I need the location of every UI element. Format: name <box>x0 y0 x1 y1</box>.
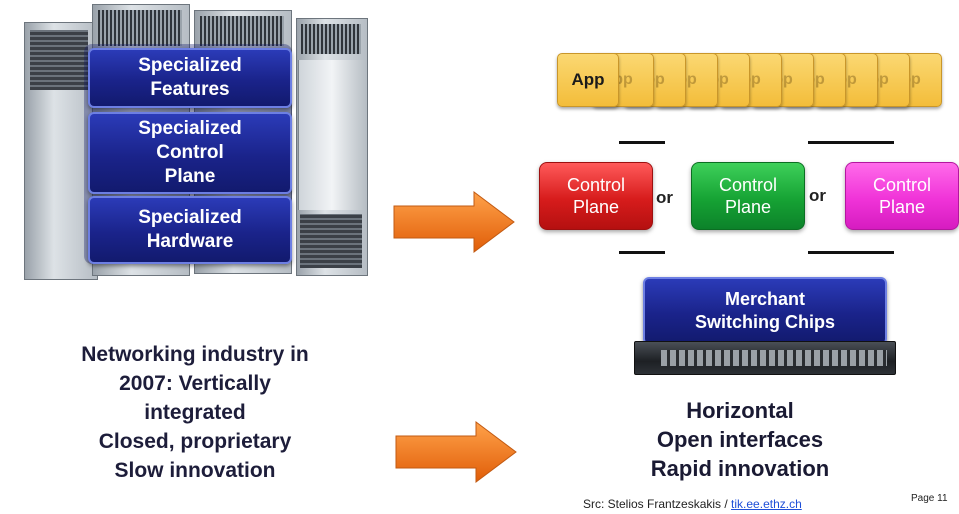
control-plane-red-line1: Control <box>566 175 626 195</box>
top-right-arrow-icon <box>393 191 515 253</box>
specialized-hardware-line1: Specialized <box>138 207 242 228</box>
source-link[interactable]: tik.ee.ethz.ch <box>731 497 802 511</box>
control-plane-pink-line2: Plane <box>878 197 926 217</box>
left-desc-line4: Closed, proprietary <box>98 430 292 453</box>
source-credit: Src: Stelios Frantzeskakis / tik.ee.ethz… <box>583 497 802 511</box>
left-desc-line2: 2007: Vertically <box>119 372 271 395</box>
page-number: Page 11 <box>911 493 948 504</box>
or-label-2: or <box>809 186 826 205</box>
bottom-line-right <box>808 251 894 254</box>
switch-ports <box>661 350 887 366</box>
network-switch-image <box>634 341 896 375</box>
right-desc-line2: Open interfaces <box>656 427 824 452</box>
specialized-features-box: Specialized Features <box>88 48 292 108</box>
control-plane-pink: Control Plane <box>845 162 959 230</box>
control-plane-pink-line1: Control <box>872 175 932 195</box>
left-desc-line1: Networking industry in <box>81 343 309 366</box>
control-plane-red: Control Plane <box>539 162 653 230</box>
specialized-features-line2: Features <box>150 79 230 100</box>
right-desc-line1: Horizontal <box>686 398 794 423</box>
control-plane-red-line2: Plane <box>572 197 620 217</box>
specialized-hardware-line2: Hardware <box>146 231 234 252</box>
right-desc-line3: Rapid innovation <box>650 456 830 481</box>
specialized-features-line1: Specialized <box>138 55 242 76</box>
bottom-line-left <box>619 251 665 254</box>
specialized-control-line3: Plane <box>164 166 216 187</box>
left-description: Networking industry in 2007: Vertically … <box>30 340 360 485</box>
control-plane-green: Control Plane <box>691 162 805 230</box>
control-plane-green-line1: Control <box>718 175 778 195</box>
right-description: Horizontal Open interfaces Rapid innovat… <box>600 396 880 483</box>
app-card-front: App <box>557 53 619 107</box>
source-credit-text: Src: Stelios Frantzeskakis / <box>583 497 732 511</box>
top-line-right <box>808 141 894 144</box>
merchant-switching-chips-box: Merchant Switching Chips <box>643 277 887 345</box>
left-desc-line3: integrated <box>144 401 246 424</box>
bottom-right-arrow-icon <box>395 421 517 483</box>
or-label-1: or <box>656 188 673 207</box>
control-plane-green-line2: Plane <box>724 197 772 217</box>
specialized-hardware-box: Specialized Hardware <box>88 196 292 264</box>
specialized-control-line2: Control <box>156 142 224 163</box>
specialized-control-plane-box: Specialized Control Plane <box>88 112 292 194</box>
merchant-line2: Switching Chips <box>694 312 835 332</box>
specialized-control-line1: Specialized <box>138 118 242 139</box>
top-line-left <box>619 141 665 144</box>
left-desc-line5: Slow innovation <box>114 459 276 482</box>
merchant-line1: Merchant <box>724 289 805 309</box>
